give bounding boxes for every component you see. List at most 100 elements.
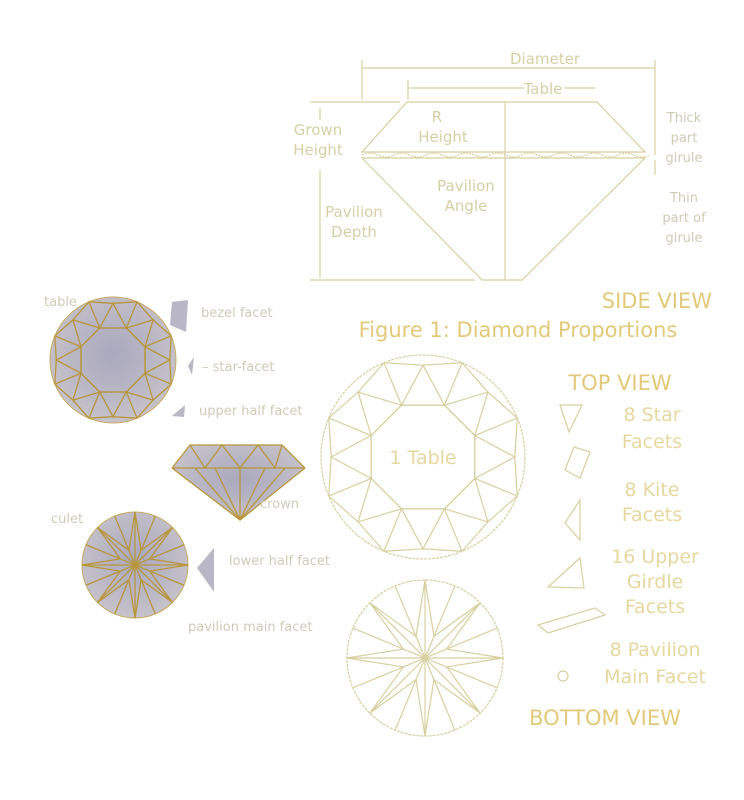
kite-edge <box>474 417 518 437</box>
table-dim-label: Table <box>523 80 563 98</box>
upper-girdle-edge <box>88 416 114 419</box>
pavilion-edge <box>424 636 435 659</box>
lower-half-edge <box>446 657 504 668</box>
pavilion-main-facet-icon <box>536 607 607 634</box>
pavilion-main-edge <box>97 564 136 603</box>
upper-girdle-edge <box>422 548 463 552</box>
lower-half-edge <box>134 579 142 619</box>
star-facet <box>474 434 517 480</box>
kite-edge <box>54 372 82 385</box>
lower-half-edge <box>415 679 426 737</box>
lower-half-edge <box>352 627 404 650</box>
upper-girdle-facet-icon <box>546 556 585 589</box>
pavilion-angle-label: Pavilion <box>437 177 495 195</box>
upper-girdle-edge <box>328 495 359 523</box>
pavilion-edge <box>120 564 136 572</box>
upper-girdle-edge <box>136 399 154 419</box>
kite-edge <box>144 335 172 348</box>
lower-half-edge <box>97 579 130 604</box>
culet-icon <box>557 670 569 682</box>
kite-edge <box>144 372 172 385</box>
upper-girdle-edge <box>461 362 489 393</box>
pavilion-main-edge <box>369 602 426 659</box>
star-facet-icon <box>559 404 583 434</box>
side-view-heading: SIDE VIEW <box>602 289 712 313</box>
pavilion-edge <box>128 550 136 566</box>
pavilion-main-edge <box>424 657 481 714</box>
lower-half-edge <box>140 579 156 615</box>
kite-edge <box>125 391 138 419</box>
kite-edge <box>88 301 101 329</box>
lower-half-edge <box>81 558 121 566</box>
lower-half-edge <box>140 515 156 551</box>
lower-half-edge <box>149 527 174 560</box>
bottom-view <box>346 579 504 737</box>
pavilion-edge <box>128 564 136 580</box>
legend-label: 8 Pavilion <box>609 639 700 661</box>
lower-half-edge <box>128 579 136 619</box>
pavilion-outline <box>360 157 647 281</box>
lower-half-edge <box>446 648 504 659</box>
upper-half-facet-icon <box>172 405 185 417</box>
star-facet <box>400 508 446 551</box>
top-view <box>320 354 526 560</box>
pavilion-edge <box>415 636 426 659</box>
gem-bottom-illustration <box>81 511 189 619</box>
upper-girdle-edge <box>328 417 332 458</box>
lower-half-edge <box>369 602 417 637</box>
kite-facet-icon <box>564 497 581 542</box>
legend: 8 Star Facets 8 Kite Facets 16 Upper Gir… <box>604 404 706 688</box>
upper-girdle-edge <box>136 301 154 321</box>
lower-half-edge <box>97 526 130 551</box>
upper-girdle-edge <box>112 416 138 419</box>
diameter-label: Diameter <box>510 50 581 68</box>
pavilion-depth-label: Pavilion <box>325 203 383 221</box>
pavilion-main-edge <box>369 657 426 714</box>
pavilion-edge <box>424 648 447 659</box>
lower-half-edge <box>149 570 185 586</box>
lower-half-edge <box>96 527 121 560</box>
pavilion-edge <box>134 564 150 572</box>
upper-girdle-edge <box>169 335 172 361</box>
thick-girdle-label: part <box>671 131 698 146</box>
kite-edge <box>54 335 82 348</box>
thin-girdle-label: part of <box>662 211 706 226</box>
kite-facet-icon <box>564 446 591 479</box>
r-height-label: Height <box>418 128 468 146</box>
bezel-facet-icon <box>170 300 188 332</box>
legend-label: Girdle <box>627 571 684 593</box>
table-center-label: 1 Table <box>389 447 456 469</box>
lower-half-edge <box>114 515 130 551</box>
lower-half-edge <box>369 602 404 650</box>
upper-girdle-edge <box>383 362 424 366</box>
kite-edge <box>474 477 518 497</box>
thick-girdle-label: Thick <box>666 111 702 126</box>
figure-title: Figure 1: Diamond Proportions <box>359 318 678 342</box>
kite-edge <box>443 362 463 406</box>
pavilion-main-edge <box>424 602 481 659</box>
lower-half-facet-label: lower half facet <box>229 554 330 569</box>
upper-girdle-edge <box>514 456 518 497</box>
upper-girdle-edge <box>54 359 57 385</box>
upper-girdle-edge <box>54 319 74 337</box>
upper-girdle-edge <box>88 301 114 304</box>
bezel-facet-label: bezel facet <box>201 306 273 321</box>
bottom-view-heading: BOTTOM VIEW <box>529 706 681 730</box>
upper-girdle-edge <box>357 362 385 393</box>
lower-half-edge <box>140 526 173 551</box>
pavilion-edge <box>120 558 136 566</box>
table-label: table <box>44 295 77 310</box>
lower-half-edge <box>149 564 189 572</box>
crown-height-label: Grown <box>294 121 342 139</box>
kite-edge <box>125 301 138 329</box>
pavilion-edge <box>403 648 426 659</box>
lower-half-edge <box>433 679 456 731</box>
gem-side-illustration <box>171 443 306 521</box>
lower-half-edge <box>346 648 404 659</box>
upper-girdle-edge <box>169 359 172 385</box>
crown-outline <box>360 101 647 153</box>
lower-half-edge <box>446 666 481 714</box>
star-facet <box>443 477 489 523</box>
pavilion-edge <box>134 564 142 580</box>
star-facet-icon <box>188 357 194 375</box>
